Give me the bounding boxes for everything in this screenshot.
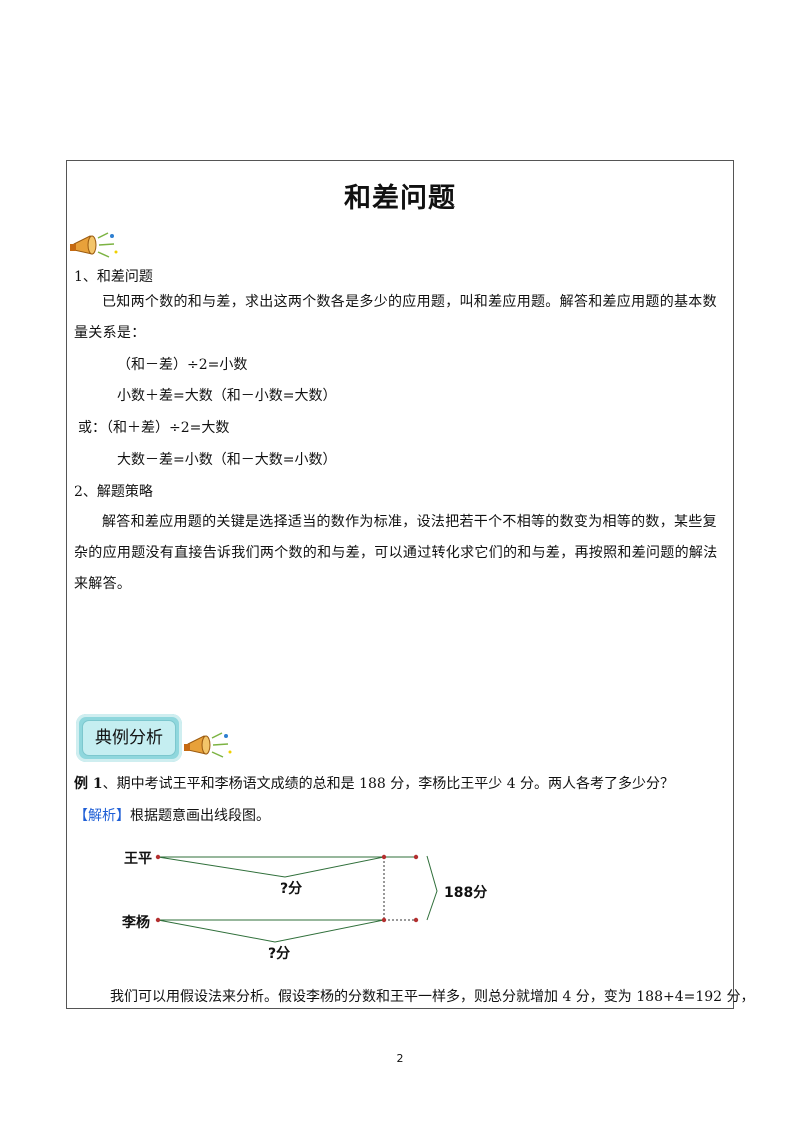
unknown-bottom: ?分 [268,946,291,962]
name-wangping: 王平 [124,851,152,867]
segment-diagram [155,854,438,943]
dot [381,854,387,860]
example1-label: 例 1 [74,776,103,792]
formula-4: 大数－差=小数（和－大数=小数） [117,452,337,468]
dot [381,917,387,923]
example-badge: 典例分析 [76,714,182,762]
dot [413,917,419,923]
megaphone-icon [184,732,232,758]
example1-text: 、期中考试王平和李杨语文成绩的总和是 188 分，李杨比王平少 4 分。两人各考… [102,776,675,792]
brace-total [426,855,438,921]
brace-bottom [157,919,385,943]
page-number: 2 [396,1052,404,1065]
formula-3: 或：（和＋差）÷2=大数 [78,420,230,436]
page-frame [66,160,734,1009]
formula-2: 小数＋差=大数（和－小数=大数） [117,388,337,404]
section2-heading: 2、解题策略 [74,484,153,500]
formula-1: （和－差）÷2=小数 [117,357,248,373]
unknown-top: ?分 [280,881,303,897]
brace-top [157,856,385,878]
page-title: 和差问题 [344,183,456,214]
section1-heading: 1、和差问题 [74,269,153,285]
example1-continuation: 我们可以用假设法来分析。假设李杨的分数和王平一样多，则总分就增加 4 分，变为 … [110,989,755,1005]
total-label: 188分 [444,885,488,901]
example1-analysis: 【解析】根据题意画出线段图。 [74,806,270,826]
dot [413,854,419,860]
dot [155,917,161,923]
name-liyang: 李杨 [122,915,150,931]
example1-question: 例 1、期中考试王平和李杨语文成绩的总和是 188 分，李杨比王平少 4 分。两… [74,774,674,794]
analysis-tag: 【解析】 [74,808,130,824]
megaphone-icon [70,232,118,258]
example-badge-label: 典例分析 [82,720,176,756]
analysis-text: 根据题意画出线段图。 [130,808,270,824]
section2-paragraph: 解答和差应用题的关键是选择适当的数作为标准，设法把若干个不相等的数变为相等的数，… [74,514,718,592]
section1-paragraph: 已知两个数的和与差，求出这两个数各是多少的应用题，叫和差应用题。解答和差应用题的… [74,294,717,341]
dot [155,854,161,860]
